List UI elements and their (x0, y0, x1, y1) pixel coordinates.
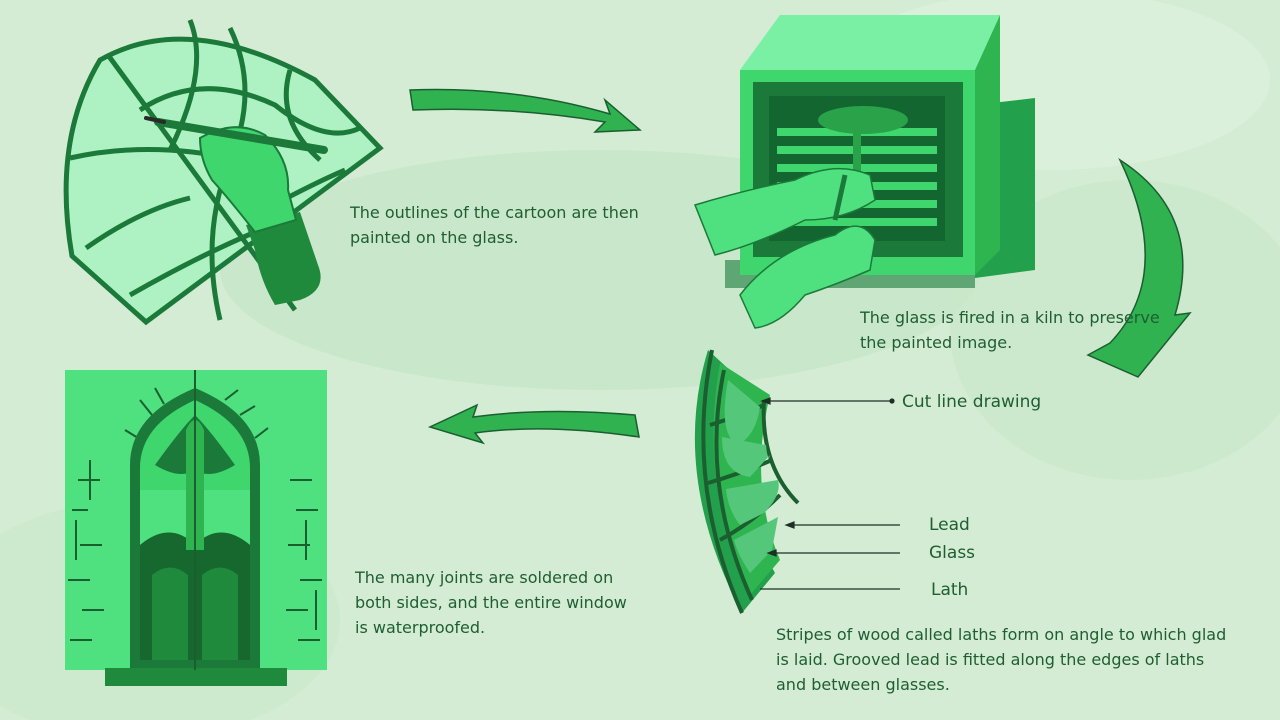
arrow-curve-down (1086, 157, 1192, 378)
lath-section-illustration (694, 349, 800, 614)
painting-glass-illustration (63, 19, 384, 326)
label-leader-lines (760, 397, 900, 590)
label-lead: Lead (929, 515, 970, 535)
caption-paint-outlines: The outlines of the cartoon are then pai… (350, 203, 639, 247)
kiln-illustration (693, 15, 1035, 329)
label-lath: Lath (931, 580, 969, 600)
label-cut-line: Cut line drawing (902, 392, 1042, 412)
label-glass: Glass (929, 543, 976, 563)
caption-laths: Stripes of wood called laths form on ang… (776, 625, 1227, 694)
finished-window-illustration (65, 370, 327, 686)
caption-kiln: The glass is fired in a kiln to preserve… (860, 308, 1160, 352)
caption-soldered: The many joints are soldered on both sid… (355, 568, 627, 637)
arrow-right (409, 88, 642, 133)
arrow-left (427, 403, 640, 445)
